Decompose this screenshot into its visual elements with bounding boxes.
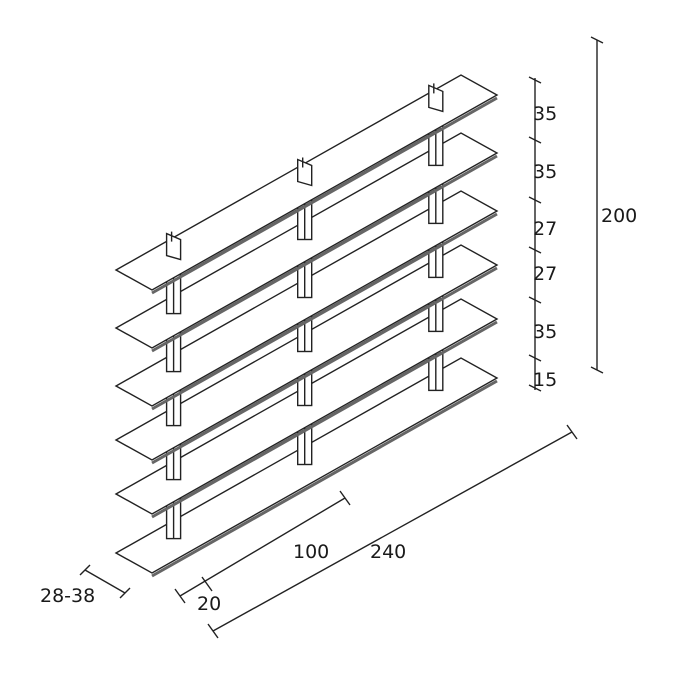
height-dimension-chain <box>528 76 542 392</box>
width-dimension <box>207 424 578 639</box>
top-bracket <box>297 158 313 187</box>
shelf-edge <box>151 154 498 353</box>
dimension-tick <box>528 384 542 392</box>
depth-dimension <box>79 564 131 599</box>
spacing-label: 35 <box>533 321 557 343</box>
shelf <box>114 357 499 574</box>
shelf-edge <box>151 266 498 465</box>
shelf <box>114 298 499 515</box>
spacing-label: 35 <box>533 103 557 125</box>
spacing-label: 35 <box>533 161 557 183</box>
dimension-tick <box>528 196 542 204</box>
end-offset-label: 20 <box>197 593 221 615</box>
spacing-label: 27 <box>533 218 557 240</box>
dimension-tick <box>528 354 542 362</box>
top-bracket <box>428 84 444 113</box>
dimension-tick <box>528 76 542 84</box>
upright-spacing-dimension <box>174 490 351 604</box>
shelf-edge <box>151 96 498 295</box>
shelf-edge <box>151 379 498 578</box>
dimension-tick <box>528 246 542 254</box>
shelf-edge <box>151 212 498 411</box>
total-height-label: 200 <box>601 205 637 227</box>
depth-label: 28-38 <box>40 585 95 607</box>
shelf <box>114 244 499 461</box>
shelf <box>114 190 499 407</box>
spacing-label: 15 <box>533 369 557 391</box>
upright-spacing-label: 100 <box>293 541 329 563</box>
total-width-label: 240 <box>370 541 406 563</box>
spacing-label: 27 <box>533 263 557 285</box>
shelf <box>114 132 499 349</box>
shelving-unit <box>114 74 499 578</box>
top-bracket <box>165 232 182 261</box>
total-height-dimension <box>590 36 604 374</box>
dimension-tick <box>528 136 542 144</box>
shelf-edge <box>151 320 498 519</box>
dimension-tick <box>528 296 542 304</box>
